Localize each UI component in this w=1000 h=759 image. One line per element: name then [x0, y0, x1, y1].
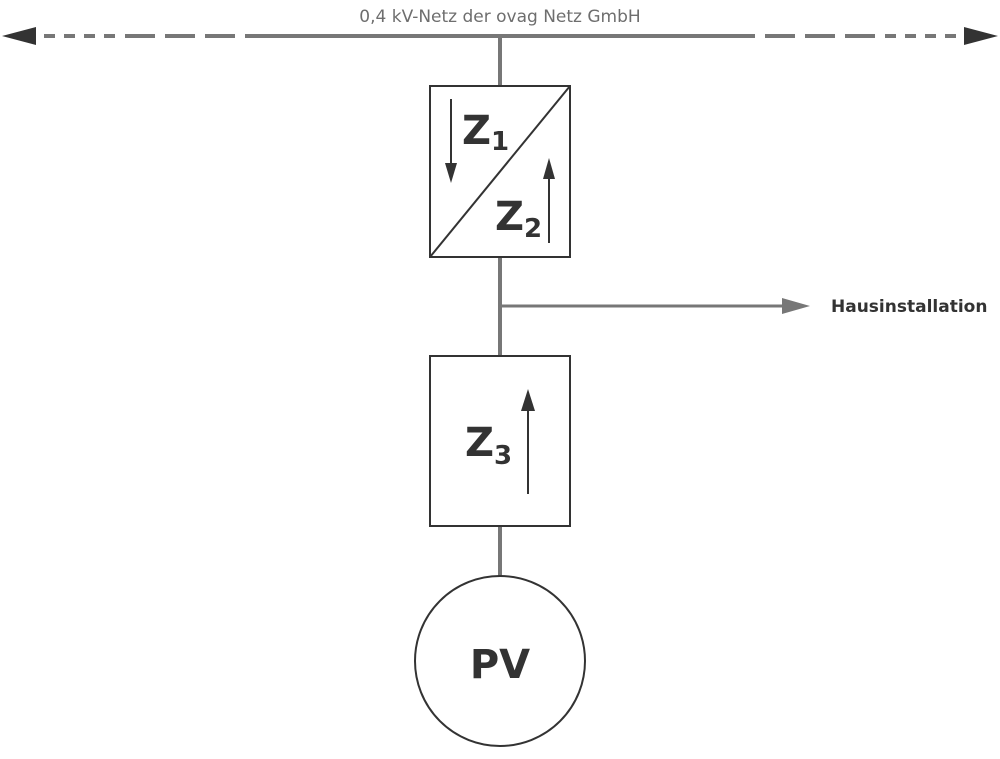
- meter-z2-label: Z2: [495, 194, 542, 244]
- pv-label: PV: [470, 642, 530, 688]
- meter-box-z3: [429, 355, 571, 527]
- z3-up-arrow-icon: [521, 389, 535, 411]
- generation-meter: Z3: [429, 355, 571, 527]
- meter-z1-label: Z1: [462, 108, 509, 157]
- house-installation-label: Hausinstallation: [831, 297, 987, 317]
- branch-arrow-icon: [782, 298, 810, 314]
- z1-down-arrow-icon: [445, 163, 457, 183]
- meter-diagonal: [429, 85, 571, 258]
- grid-right-arrow-icon: [964, 27, 998, 45]
- bidirectional-meter: Z1 Z2: [429, 85, 571, 258]
- z2-up-arrow-icon: [543, 158, 555, 179]
- grid-label: 0,4 kV-Netz der ovag Netz GmbH: [359, 7, 640, 27]
- grid-left-arrow-icon: [2, 27, 36, 45]
- pv-source-circle: [414, 575, 586, 747]
- meter-z3-label: Z3: [465, 420, 512, 471]
